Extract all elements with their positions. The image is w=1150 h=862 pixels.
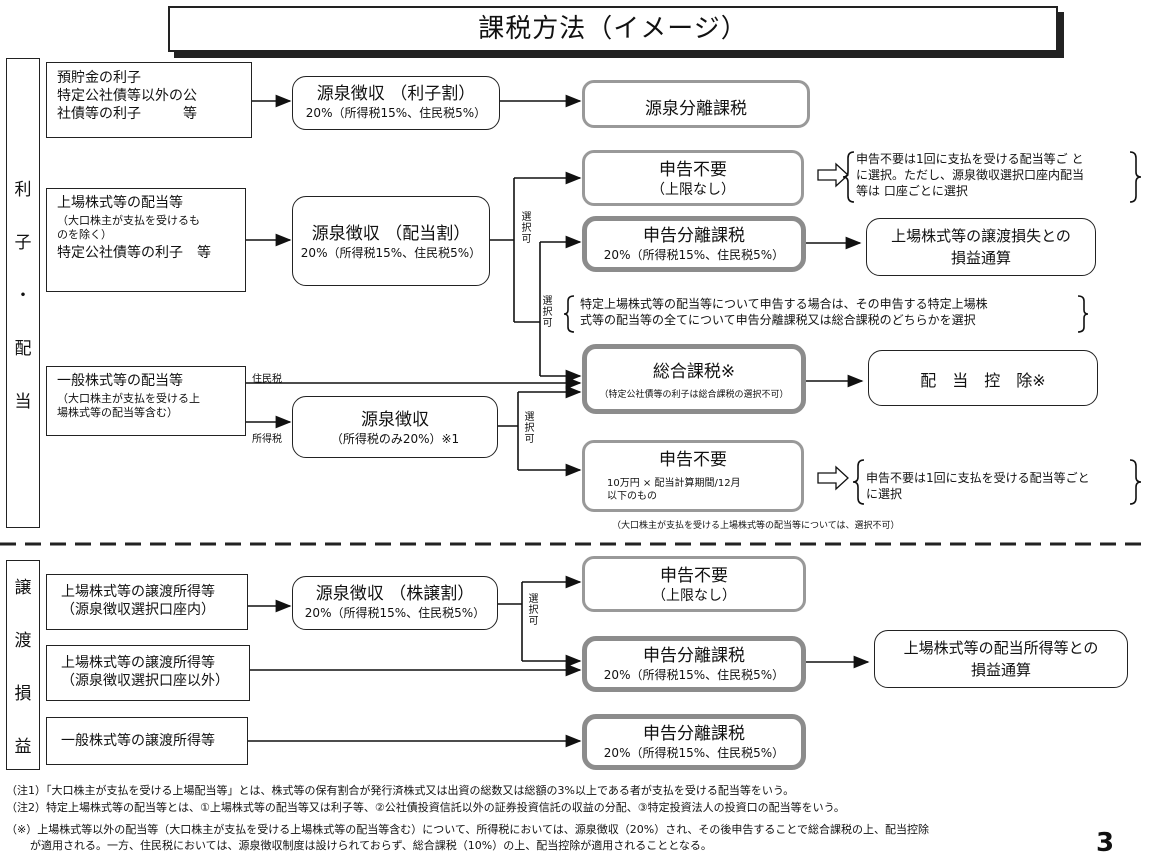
source-label: 一般株式等の配当等 (57, 373, 183, 389)
withholding-rate: 20%（所得税15%、住民税5%） (304, 606, 486, 620)
source-note: （大口株主が支払を受けるも のを除く） (57, 214, 200, 241)
offset-dividend-box: 上場株式等の配当所得等との 損益通算 (874, 630, 1128, 688)
side-char: 配 (14, 338, 32, 359)
source-note: （大口株主が支払を受ける上 場株式等の配当等含む） (57, 392, 200, 419)
separate-taxation-box-general: 申告分離課税 20%（所得税15%、住民税5%） (582, 714, 806, 770)
side-char: ・ (14, 285, 32, 306)
annotation-specific-listed: 特定上場株式等の配当等について申告する場合は、その申告する特定上場株 式等の配当… (580, 297, 988, 327)
source-listed-dividend: 上場株式等の配当等 （大口株主が支払を受けるも のを除く） 特定公社債等の利子 … (46, 188, 246, 292)
source-deposit-interest: 預貯金の利子 特定公社債等以外の公 社債等の利子 等 (46, 62, 252, 138)
withholding-stock-box: 源泉徴収 （株譲割） 20%（所得税15%、住民税5%） (292, 576, 498, 630)
withholding-rate: 20%（所得税15%、住民税5%） (305, 106, 487, 120)
taxation-detail: （上限なし） (651, 182, 735, 198)
footnote-3a: （※）上場株式等以外の配当等（大口株主が支払を受ける上場株式等の配当等含む）につ… (6, 823, 930, 836)
taxation-title: 申告不要 (660, 566, 728, 586)
footnote-1: （注1）「大口株主が支払を受ける上場配当等」とは、株式等の保有割合が発行済株式又… (6, 784, 795, 797)
choice-label: 選択可 (528, 594, 539, 627)
source-general-dividend: 一般株式等の配当等 （大口株主が支払を受ける上 場株式等の配当等含む） (46, 366, 246, 436)
withholding-title: 源泉徴収 (361, 410, 429, 430)
resident-tax-label: 住民税 (252, 374, 282, 385)
footnote-3b: が適用される。一方、住民税においては、源泉徴収制度は設けられておらず、総合課税（… (30, 839, 712, 852)
side-char: 利 (14, 179, 32, 200)
taxation-rate: 20%（所得税15%、住民税5%） (603, 668, 785, 682)
side-char: 譲 (14, 578, 32, 598)
taxation-title: 申告不要 (659, 160, 727, 180)
withholding-interest-box: 源泉徴収 （利子割） 20%（所得税15%、住民税5%） (292, 76, 500, 130)
source-listed-transfer-in-account: 上場株式等の譲渡所得等 （源泉徴収選択口座内） (46, 574, 248, 630)
income-tax-label: 所得税 (252, 434, 282, 445)
source-separate-taxation-box: 源泉分離課税 (582, 80, 810, 128)
taxation-title: 申告分離課税 (643, 226, 745, 246)
side-char: 子 (14, 232, 32, 253)
no-filing-box-general: 申告不要 10万円 × 配当計算期間/12月 以下のもの (582, 440, 804, 512)
taxation-title: 総合課税※ (652, 362, 736, 382)
separate-taxation-box-transfer: 申告分離課税 20%（所得税15%、住民税5%） (582, 636, 806, 692)
taxation-rate: 20%（所得税15%、住民税5%） (603, 248, 785, 262)
withholding-title: 源泉徴収 （配当割） (311, 224, 471, 244)
annotation-listed-choice: 申告不要は1回に支払を受ける配当等ご と に選択。ただし、源泉徴収選択口座内配当… (856, 152, 1085, 198)
annotation-large-holder: （大口株主が支払を受ける上場株式等の配当等については、選択不可） (612, 521, 900, 531)
choice-label: 選択可 (521, 212, 532, 245)
page-title: 課税方法（イメージ） (168, 6, 1058, 52)
taxation-title: 申告分離課税 (643, 646, 745, 666)
side-char: 当 (14, 391, 32, 412)
withholding-rate: 20%（所得税15%、住民税5%） (300, 246, 482, 260)
withholding-title: 源泉徴収 （利子割） (316, 84, 476, 104)
choice-label: 選択可 (524, 412, 535, 445)
annotation-general-choice: 申告不要は1回に支払を受ける配当等ごと に選択 (866, 471, 1090, 501)
comprehensive-taxation-box: 総合課税※ （特定公社債等の利子は総合課税の選択不可） (582, 344, 806, 414)
side-label-transfer: 譲 渡 損 益 (6, 560, 40, 770)
withholding-dividend-box: 源泉徴収 （配当割） 20%（所得税15%、住民税5%） (292, 196, 490, 286)
withholding-title: 源泉徴収 （株譲割） (315, 584, 475, 604)
source-label: 上場株式等の配当等 (57, 195, 183, 211)
choice-label: 選択可 (542, 296, 553, 329)
taxation-title: 申告不要 (659, 450, 727, 470)
footnote-2: （注2）特定上場株式等の配当等とは、①上場株式等の配当等又は利子等、②公社債投資… (6, 801, 845, 814)
side-char: 渡 (14, 631, 32, 651)
taxation-note: （特定公社債等の利子は総合課税の選択不可） (599, 390, 789, 400)
side-char: 損 (14, 684, 32, 704)
taxation-detail: （上限なし） (652, 588, 736, 604)
withholding-general-box: 源泉徴収 （所得税のみ20%）※1 (292, 396, 498, 458)
taxation-rate: 20%（所得税15%、住民税5%） (603, 746, 785, 760)
taxation-detail: 10万円 × 配当計算期間/12月 以下のもの (607, 478, 741, 502)
source-label: 特定公社債等の利子 等 (57, 245, 211, 261)
dividend-deduction-box: 配 当 控 除※ (868, 350, 1098, 406)
offset-loss-box: 上場株式等の譲渡損失との 損益通算 (866, 218, 1096, 276)
side-label-dividend: 利 子 ・ 配 当 (6, 58, 40, 528)
source-general-transfer: 一般株式等の譲渡所得等 (46, 717, 248, 765)
separate-taxation-box-dividend: 申告分離課税 20%（所得税15%、住民税5%） (582, 216, 806, 272)
side-char: 益 (14, 737, 32, 757)
withholding-rate: （所得税のみ20%）※1 (330, 432, 460, 446)
no-filing-box-listed: 申告不要 （上限なし） (582, 150, 804, 206)
no-filing-box-transfer: 申告不要 （上限なし） (582, 556, 806, 612)
page-number: 3 (1096, 828, 1115, 858)
taxation-title: 申告分離課税 (643, 724, 745, 744)
source-listed-transfer-out-account: 上場株式等の譲渡所得等 （源泉徴収選択口座以外） (46, 645, 250, 701)
